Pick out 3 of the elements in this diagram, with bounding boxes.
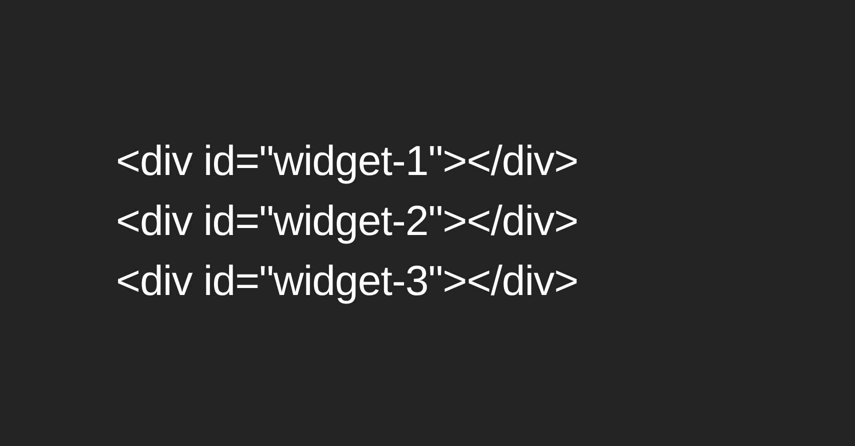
- code-line: <div id="widget-1"></div>: [116, 137, 578, 185]
- code-line: <div id="widget-2"></div>: [116, 197, 578, 245]
- code-line: <div id="widget-3"></div>: [116, 257, 578, 305]
